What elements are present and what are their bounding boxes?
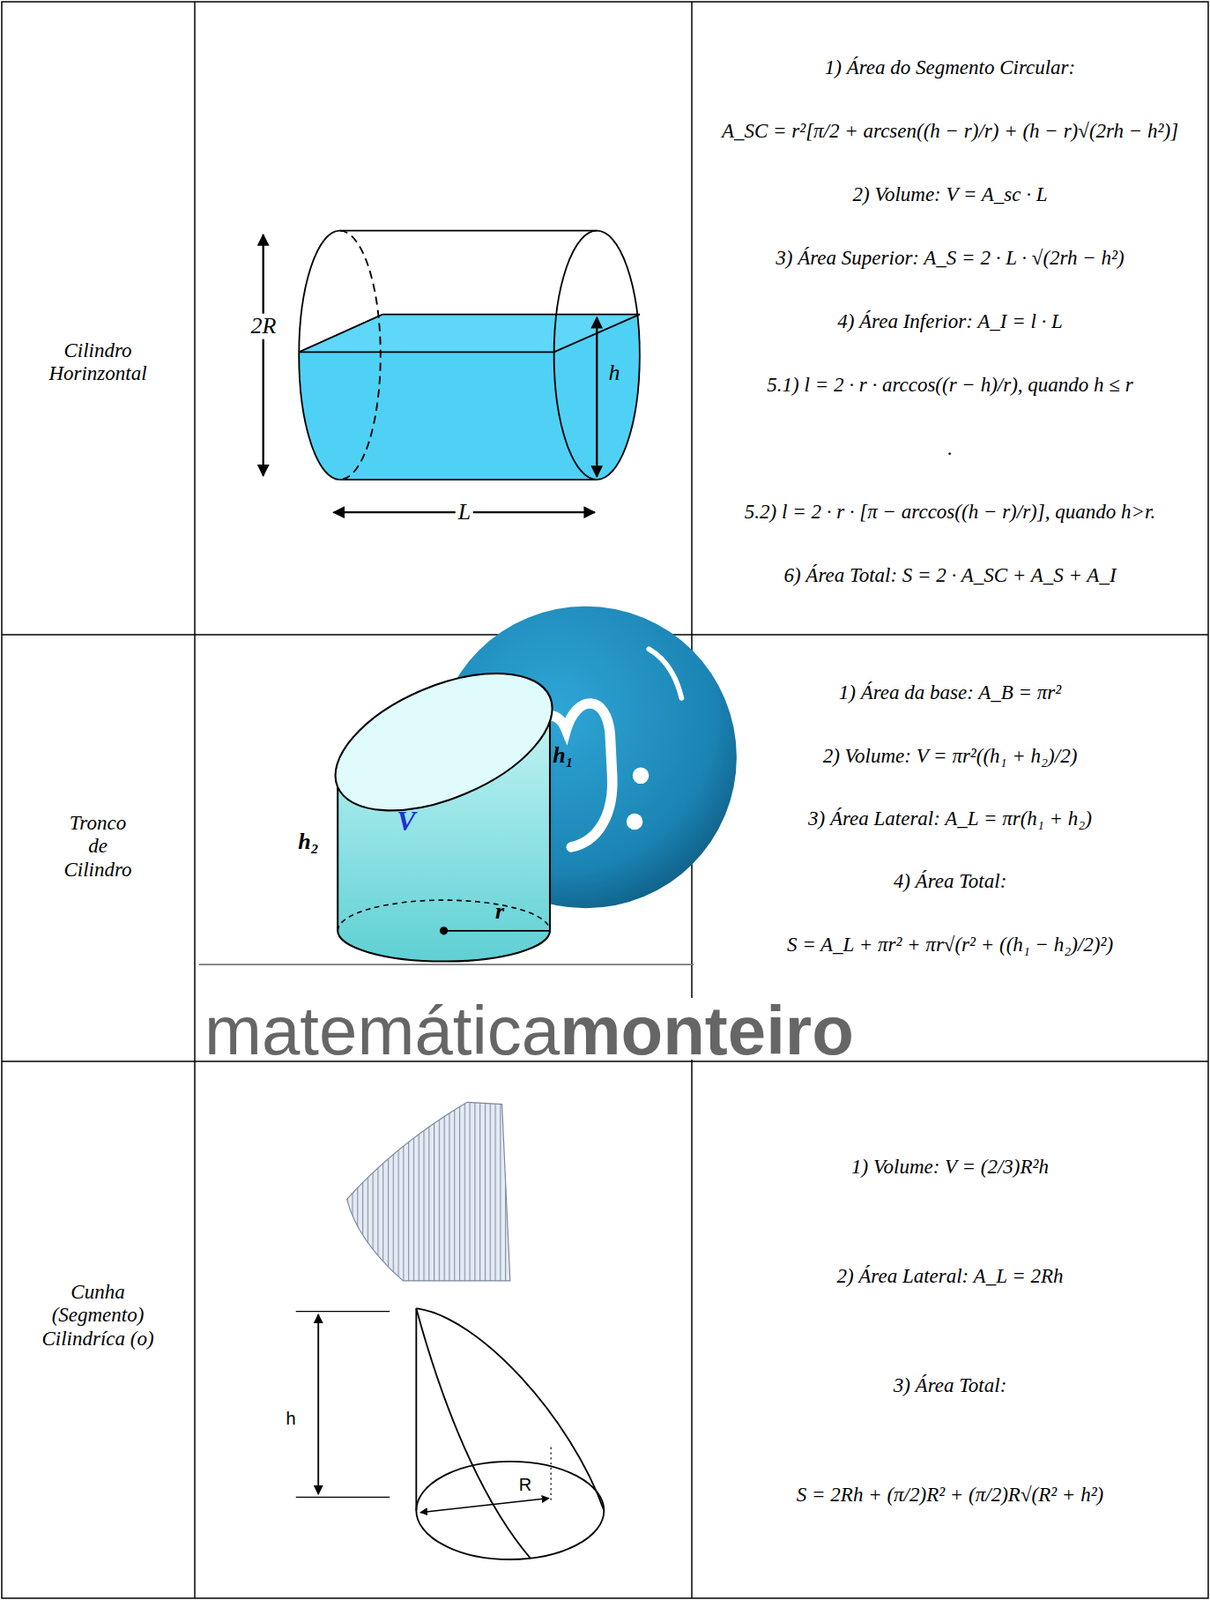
- watermark: matemáticamonteiro: [204, 995, 854, 1065]
- horizontal-cylinder: [263, 230, 644, 513]
- formula-cell: 1) Área da base: A_B = πr² 2) Volume: V =…: [700, 643, 1200, 995]
- formula-line: S = A_L + πr² + πr√(r² + ((h₁ − h₂)/2)²): [786, 931, 1114, 958]
- formula-line: 2) Volume: V = πr²((h₁ + h₂)/2): [823, 742, 1078, 770]
- formula-line: .: [947, 435, 953, 462]
- shape-name: Cunha (Segmento) Cilindríca (o): [36, 1280, 160, 1351]
- formula-line: A_SC = r²[π/2 + arcsen((h − r)/r) + (h −…: [721, 118, 1179, 145]
- shape-name: Tronco de Cilindro: [61, 811, 134, 882]
- formula-line: 5.2) l = 2 · r · [π − arccos((h − r)/r)]…: [744, 498, 1156, 526]
- formula-line: 6) Área Total: S = 2 · A_SC + A_S + A_I: [783, 562, 1116, 589]
- watermark-text: matemática: [204, 991, 560, 1069]
- dimension-label: 2R: [248, 313, 280, 340]
- cylindrical-wedge: [296, 1307, 605, 1559]
- formula-line: 1) Área do Segmento Circular:: [824, 54, 1076, 82]
- formula-line: 2) Área Lateral: A_L = 2Rh: [836, 1262, 1063, 1290]
- formula-line: 4) Área Inferior: A_I = l · L: [837, 308, 1063, 335]
- formula-line: 4) Área Total:: [893, 868, 1008, 895]
- dimension-label: h₂: [297, 829, 320, 855]
- dimension-label: h₁: [552, 742, 574, 769]
- volume-label: V: [396, 805, 416, 837]
- watermark-text: monteiro: [559, 991, 854, 1069]
- dimension-label: r: [495, 898, 505, 925]
- formula-line: 3) Área Total:: [893, 1372, 1008, 1399]
- formula-cell: 1) Área do Segmento Circular: A_SC = r²[π…: [700, 17, 1200, 626]
- formula-line: 1) Área da base: A_B = πr²: [838, 679, 1062, 706]
- formula-line: S = 2Rh + (π/2)R² + (π/2)R√(R² + h²): [796, 1481, 1104, 1508]
- formula-line: 1) Volume: V = (2/3)R²h: [851, 1153, 1049, 1181]
- formula-cell: 1) Volume: V = (2/3)R²h 2) Área Lateral: …: [700, 1070, 1200, 1591]
- formula-line: 5.1) l = 2 · r · arccos((r − h)/r), quan…: [766, 371, 1133, 399]
- truncated-cylinder: [315, 645, 572, 961]
- shape-name: Cilindro Horinzontal: [44, 339, 151, 387]
- formula-line: 3) Área Superior: A_S = 2 · L · √(2rh − …: [775, 244, 1124, 272]
- formula-line: 3) Área Lateral: A_L = πr(h₁ + h₂): [808, 805, 1092, 832]
- dimension-label: R: [519, 1474, 532, 1494]
- dimension-label: h: [608, 360, 621, 387]
- dimension-label: L: [455, 499, 474, 526]
- dimension-label: h: [285, 1408, 296, 1428]
- floor-line: [199, 963, 694, 966]
- wedge-slices: [347, 1101, 511, 1281]
- formula-line: 2) Volume: V = A_sc · L: [852, 181, 1047, 208]
